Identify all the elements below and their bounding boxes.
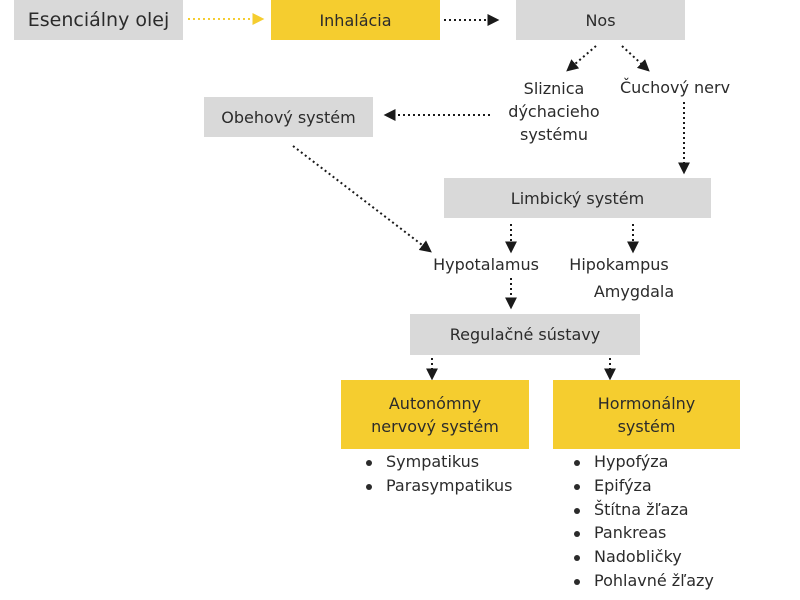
- list-item: Pohlavné žľazy: [570, 569, 714, 593]
- mucosa-node: Sliznica dýchacieho systému: [508, 78, 600, 144]
- list-item: Nadobličky: [570, 545, 714, 569]
- autonomic-list: Sympatikus Parasympatikus: [362, 450, 512, 498]
- list-item: Epifýza: [570, 474, 714, 498]
- limbic-system-node: Limbický systém: [444, 178, 711, 218]
- list-item: Hypofýza: [570, 450, 714, 474]
- hippocampus-node: Hipokampus: [569, 255, 669, 274]
- hormonal-system-node: Hormonálny systém: [553, 380, 740, 449]
- hypothalamus-node: Hypotalamus: [433, 255, 539, 274]
- list-item: Parasympatikus: [362, 474, 512, 498]
- circulatory-system-node: Obehový systém: [204, 97, 373, 137]
- list-item: Štítna žľaza: [570, 498, 714, 522]
- arrow-nose-to-mucosa: [566, 45, 597, 72]
- nose-node: Nos: [516, 0, 685, 40]
- hormonal-list: Hypofýza Epifýza Štítna žľaza Pankreas N…: [570, 450, 714, 593]
- list-item: Pankreas: [570, 521, 714, 545]
- essential-oil-node: Esenciálny olej: [14, 0, 183, 40]
- arrow-circulatory-to-hypothalamus: [292, 145, 432, 253]
- olfactory-nerve-node: Čuchový nerv: [619, 78, 731, 97]
- autonomic-nervous-system-node: Autonómny nervový systém: [341, 380, 529, 449]
- amygdala-node: Amygdala: [593, 282, 675, 301]
- arrow-nose-to-olfactory: [621, 45, 650, 72]
- regulatory-systems-node: Regulačné sústavy: [410, 314, 640, 355]
- inhalation-node: Inhalácia: [271, 0, 440, 40]
- list-item: Sympatikus: [362, 450, 512, 474]
